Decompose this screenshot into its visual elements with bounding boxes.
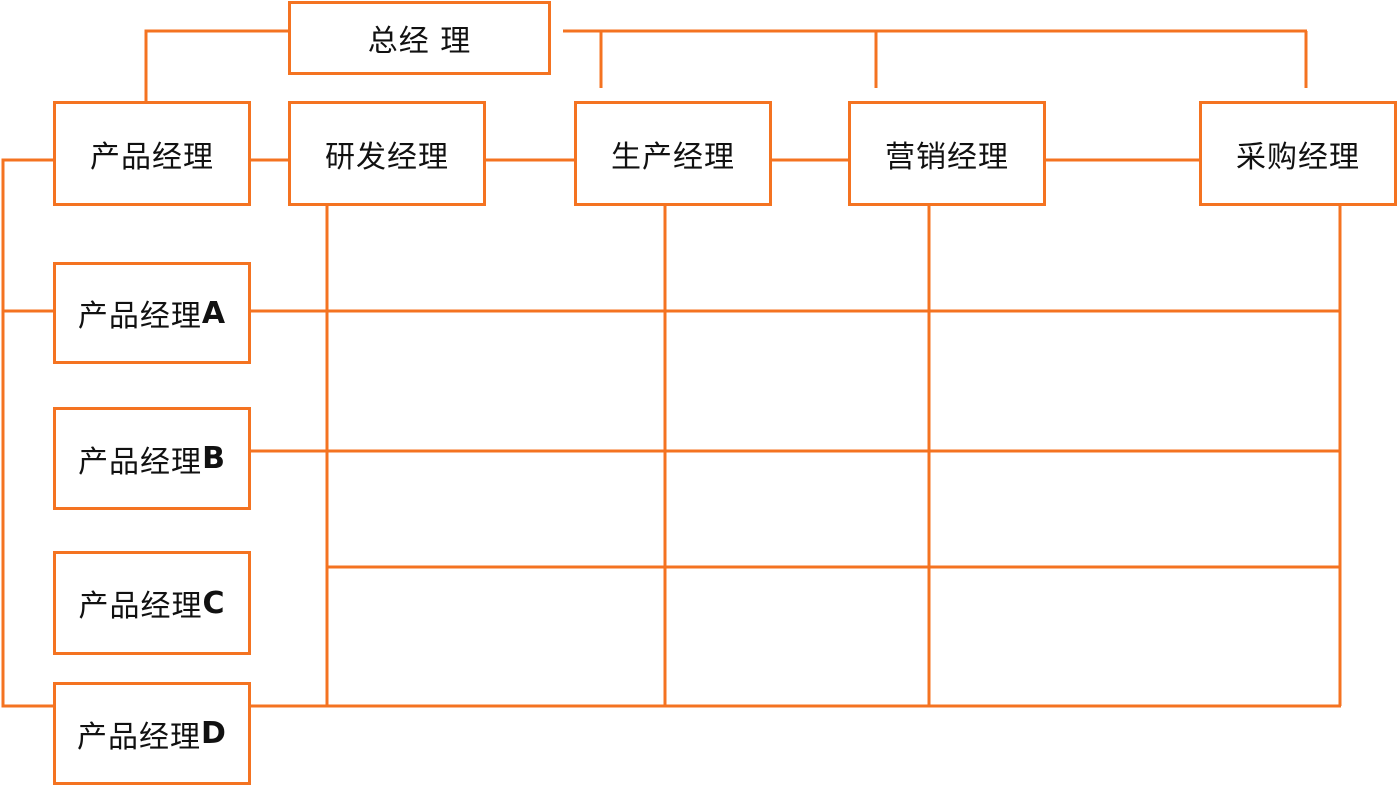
line-top-to-product (144, 29, 289, 102)
product-manager-a-suffix: A (201, 295, 227, 331)
product-manager-c-suffix: C (202, 585, 226, 621)
purchasing-manager-label: 采购经理 (1236, 139, 1360, 175)
production-manager-box: 生产经理 (574, 101, 772, 206)
marketing-manager-label: 营销经理 (885, 139, 1009, 175)
product-manager-b-suffix: B (202, 441, 226, 476)
product-manager-d-suffix: D (201, 716, 227, 751)
marketing-manager-box: 营销经理 (848, 101, 1046, 206)
product-manager-a-label: 产品经理 (77, 299, 202, 334)
general-manager-label: 总经 理 (367, 24, 472, 59)
purchasing-manager-box: 采购经理 (1199, 101, 1397, 206)
line-left-spine (1, 158, 54, 708)
product-manager-b-label: 产品经理 (78, 444, 203, 480)
rd-manager-label: 研发经理 (325, 139, 449, 175)
product-manager-box: 产品经理 (53, 101, 251, 206)
production-manager-label: 生产经理 (611, 139, 735, 175)
rd-manager-box: 研发经理 (288, 101, 486, 206)
product-manager-d-label: 产品经理 (77, 719, 202, 755)
product-manager-label: 产品经理 (90, 139, 214, 175)
product-manager-c-label: 产品经理 (78, 589, 203, 624)
general-manager-box: 总经 理 (288, 1, 551, 75)
